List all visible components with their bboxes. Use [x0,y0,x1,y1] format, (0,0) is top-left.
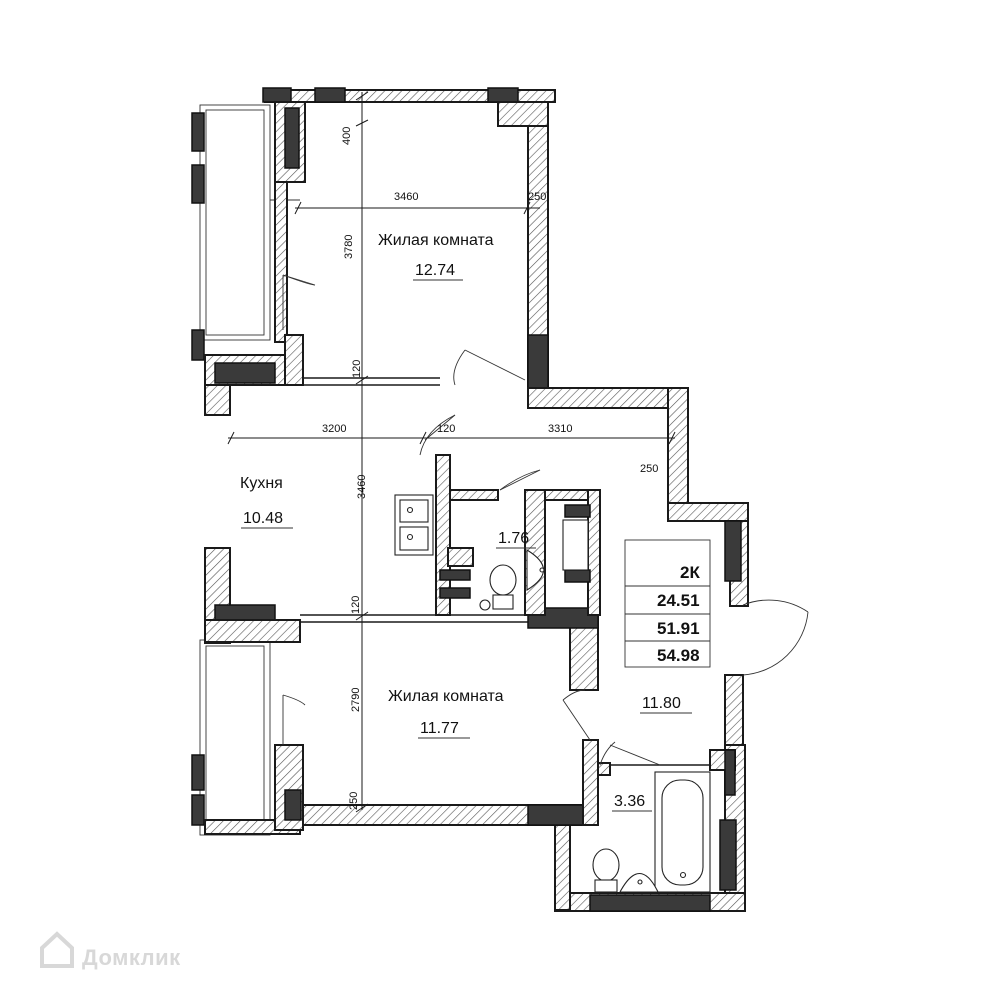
summary-box: 2К 24.51 51.91 54.98 [624,539,711,668]
dim-120-c: 120 [350,596,362,614]
room-bathroom-area: 3.36 [614,793,645,810]
doors [282,274,809,766]
room-kitchen-name: Кухня [240,475,283,492]
dim-3460-top: 3460 [394,191,418,203]
dim-250-right: 250 [640,463,658,475]
dim-120-a: 120 [351,360,363,378]
room-bathroom-small-area: 1.76 [498,530,529,547]
room-living-1-area: 12.74 [415,262,455,279]
dim-3460-left: 3460 [356,475,368,499]
room-kitchen-area: 10.48 [243,510,283,527]
summary-total-area: 51.91 [657,619,700,638]
room-living-2-area: 11.77 [420,720,459,737]
dimension-lines [227,91,676,813]
summary-living-area: 24.51 [657,591,700,610]
room-hall-area: 11.80 [642,695,681,712]
summary-area-with-balcony: 54.98 [657,646,700,665]
dim-250-top: 250 [528,191,546,203]
dim-120-b: 120 [437,423,455,435]
dim-3310: 3310 [548,423,572,435]
summary-type: 2К [680,563,700,582]
room-living-2-name: Жилая комната [388,688,504,705]
dim-2790: 2790 [350,688,362,712]
balcony-top [191,104,300,361]
fixtures [394,494,711,893]
dim-400: 400 [341,127,353,145]
house-icon [40,931,74,968]
walls [204,87,749,912]
watermark-text: Домклик [82,945,181,970]
dim-3780: 3780 [343,235,355,259]
watermark-logo: Домклик [40,931,181,970]
dim-250-bottom: 250 [348,792,360,810]
dim-3200: 3200 [322,423,346,435]
room-living-1-name: Жилая комната [378,232,494,249]
